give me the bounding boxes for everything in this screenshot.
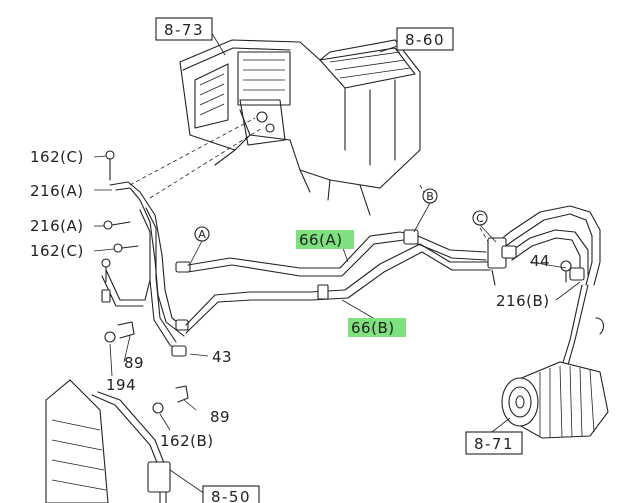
ref-box-8-60: 8-60: [396, 27, 454, 51]
label-194: 194: [106, 376, 136, 394]
label-89-bottom: 89: [210, 408, 230, 426]
label-216a-bottom: 216(A): [30, 217, 84, 235]
label-162b: 162(B): [160, 432, 214, 450]
callout-b-label: B: [426, 190, 434, 203]
highlight-66a: [296, 230, 354, 249]
compressor-hoses: [487, 205, 605, 373]
label-216a-top: 216(A): [30, 182, 84, 200]
highlight-66b: [348, 318, 406, 337]
ref-box-8-50: 8-50: [202, 485, 260, 503]
label-66b: 66(B): [351, 319, 395, 337]
compressor-drawing: [501, 361, 609, 439]
ref-box-8-73-label: 8-73: [164, 21, 204, 39]
label-43: 43: [212, 348, 232, 366]
label-44: 44: [530, 252, 550, 270]
label-162c-top: 162(C): [30, 148, 84, 166]
callout-c-label: C: [476, 212, 484, 225]
label-66a: 66(A): [299, 231, 343, 249]
ref-box-8-73: 8-73: [155, 17, 213, 41]
ref-box-8-60-label: 8-60: [405, 31, 445, 49]
callout-a-label: A: [198, 228, 206, 241]
label-89-top: 89: [124, 354, 144, 372]
condenser-drawing: [45, 379, 171, 503]
fasteners: [101, 150, 572, 414]
callout-a: A: [189, 226, 210, 265]
ref-box-8-71-label: 8-71: [474, 435, 514, 453]
label-216b: 216(B): [496, 292, 550, 310]
ref-box-8-50-label: 8-50: [211, 488, 251, 503]
callout-b: B: [413, 188, 438, 233]
callout-c: C: [472, 210, 497, 243]
hvac-unit-drawing: [179, 39, 421, 216]
main-hoses: [185, 229, 491, 334]
label-162c-bottom: 162(C): [30, 242, 84, 260]
ref-box-8-71: 8-71: [465, 431, 523, 455]
left-pipes: [101, 181, 191, 357]
